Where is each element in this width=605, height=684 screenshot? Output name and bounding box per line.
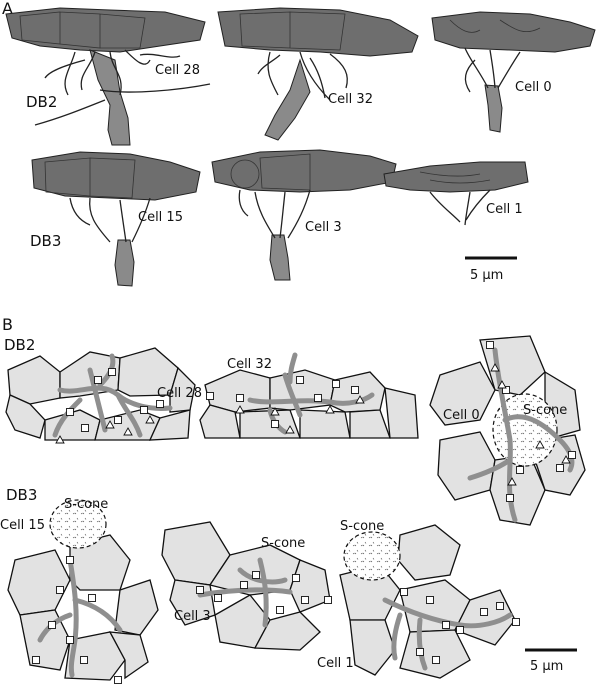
synapse-square-marker xyxy=(66,636,74,644)
scale-label-a: 5 µm xyxy=(470,268,503,283)
synapse-square-marker xyxy=(276,606,284,614)
b-scone-label-15: S-cone xyxy=(64,497,108,512)
synapse-square-marker xyxy=(114,676,122,684)
synapse-square-marker xyxy=(556,464,564,472)
b-cell1-dendrites xyxy=(382,597,513,671)
synapse-square-marker xyxy=(416,648,424,656)
b-cell32-mosaic xyxy=(199,369,419,439)
synapse-square-marker xyxy=(502,386,510,394)
synapse-square-marker xyxy=(351,386,359,394)
synapse-square-marker xyxy=(140,406,148,414)
synapse-triangle-marker xyxy=(55,435,65,444)
cell-label-32: Cell 32 xyxy=(328,92,373,107)
synapse-triangle-marker xyxy=(105,420,115,429)
b-cell-label-1: Cell 1 xyxy=(317,656,354,671)
b-scone-label-1: S-cone xyxy=(340,519,384,534)
cell-label-15: Cell 15 xyxy=(138,210,183,225)
synapse-triangle-marker xyxy=(235,405,245,414)
synapse-triangle-marker xyxy=(355,395,365,404)
b-cell28-dendrites xyxy=(52,353,173,438)
db3-cell1-reconstruction xyxy=(383,161,529,226)
synapse-square-marker xyxy=(506,494,514,502)
synapse-triangle-marker xyxy=(561,455,571,464)
synapse-square-marker xyxy=(114,416,122,424)
synapse-triangle-marker xyxy=(123,427,133,436)
synapse-triangle-marker xyxy=(325,405,335,414)
synapse-square-marker xyxy=(196,586,204,594)
synapse-square-marker xyxy=(456,626,464,634)
db3-cell3-reconstruction xyxy=(211,149,397,281)
synapse-square-marker xyxy=(486,341,494,349)
synapse-triangle-marker xyxy=(145,415,155,424)
synapse-square-marker xyxy=(81,424,89,432)
b-cell-label-28: Cell 28 xyxy=(157,386,202,401)
synapse-triangle-marker xyxy=(270,407,280,416)
synapse-square-marker xyxy=(271,420,279,428)
synapse-square-marker xyxy=(108,368,116,376)
synapse-square-marker xyxy=(296,376,304,384)
scale-label-b: 5 µm xyxy=(530,659,563,674)
synapse-square-marker xyxy=(156,400,164,408)
synapse-square-marker xyxy=(324,596,332,604)
synapse-square-marker xyxy=(292,574,300,582)
row-label-db3: DB3 xyxy=(30,232,61,250)
synapse-square-marker xyxy=(516,466,524,474)
synapse-square-marker xyxy=(442,621,450,629)
synapse-square-marker xyxy=(301,596,309,604)
db2-cell32-reconstruction xyxy=(217,7,419,141)
synapse-square-marker xyxy=(80,656,88,664)
synapse-square-marker xyxy=(432,656,440,664)
synapse-square-marker xyxy=(214,594,222,602)
db2-cell0-reconstruction xyxy=(431,11,596,133)
synapse-triangle-marker xyxy=(535,440,545,449)
synapse-square-marker xyxy=(66,408,74,416)
cell-label-3: Cell 3 xyxy=(305,220,342,235)
synapse-square-marker xyxy=(32,656,40,664)
synapse-square-marker xyxy=(426,596,434,604)
synapse-square-marker xyxy=(236,394,244,402)
synapse-square-marker xyxy=(48,621,56,629)
synapse-triangle-marker xyxy=(490,363,500,372)
db3-cell15-reconstruction xyxy=(31,151,201,287)
cell-label-28: Cell 28 xyxy=(155,63,200,78)
synapse-square-marker xyxy=(400,588,408,596)
panel-a-letter: A xyxy=(2,0,13,18)
b-cell-label-15: Cell 15 xyxy=(0,518,45,533)
row-label-db2: DB2 xyxy=(26,93,57,111)
b-cell-label-3: Cell 3 xyxy=(174,609,211,624)
b-scone-label-3: S-cone xyxy=(261,536,305,551)
synapse-square-marker xyxy=(56,586,64,594)
synapse-square-marker xyxy=(332,380,340,388)
synapse-square-marker xyxy=(94,376,102,384)
synapse-square-marker xyxy=(314,394,322,402)
synapse-square-marker xyxy=(66,556,74,564)
b-cell3-dendrites xyxy=(197,557,293,628)
synapse-square-marker xyxy=(480,608,488,616)
b-cell-label-0: Cell 0 xyxy=(443,408,480,423)
synapse-triangle-marker xyxy=(497,380,507,389)
synapse-square-marker xyxy=(206,392,214,400)
synapse-square-marker xyxy=(512,618,520,626)
b-row-label-db2: DB2 xyxy=(4,336,35,354)
synapse-triangle-marker xyxy=(285,425,295,434)
cell-label-1: Cell 1 xyxy=(486,202,523,217)
b-row-label-db3: DB3 xyxy=(6,486,37,504)
b-scone-label-0: S-cone xyxy=(523,403,567,418)
b-cell15-scone xyxy=(49,499,107,549)
cell-label-0: Cell 0 xyxy=(515,80,552,95)
synapse-square-marker xyxy=(252,571,260,579)
b-cell-label-32: Cell 32 xyxy=(227,357,272,372)
synapse-triangle-marker xyxy=(507,477,517,486)
b-cell1-scone xyxy=(343,531,401,581)
b-cell15-mosaic xyxy=(7,534,159,681)
synapse-square-marker xyxy=(568,451,576,459)
synapse-square-marker xyxy=(88,594,96,602)
panel-b-letter: B xyxy=(2,315,13,334)
db2-cell28-reconstruction xyxy=(5,7,211,146)
synapse-square-marker xyxy=(496,602,504,610)
synapse-square-marker xyxy=(240,581,248,589)
synapse-markers xyxy=(32,341,576,684)
